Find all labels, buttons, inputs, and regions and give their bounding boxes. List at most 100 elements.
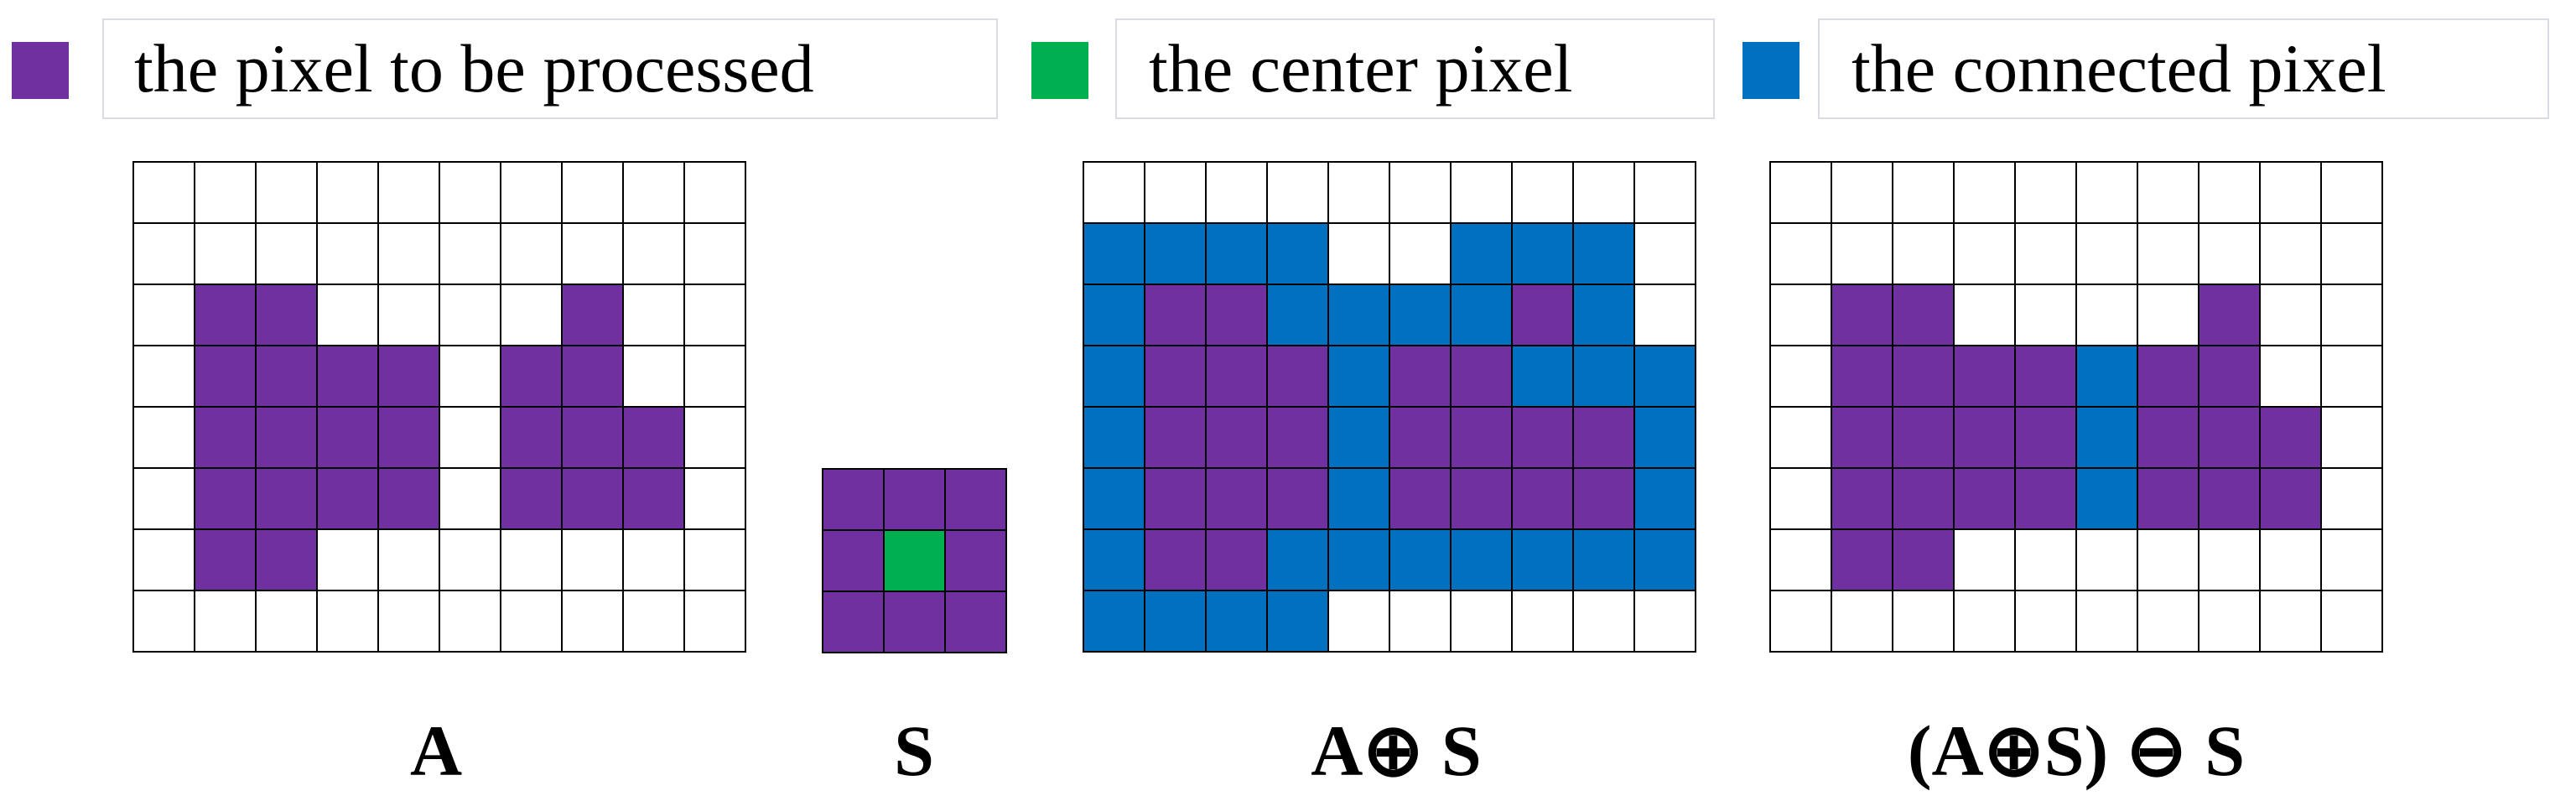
processed-pixel xyxy=(2199,408,2261,469)
processed-pixel xyxy=(1955,408,2016,469)
processed-pixel xyxy=(1574,408,1635,469)
processed-pixel xyxy=(1452,408,1513,469)
empty-cell xyxy=(379,163,440,224)
connected-pixel xyxy=(1452,285,1513,346)
processed-pixel xyxy=(257,285,318,346)
grid-dilation xyxy=(1083,161,1696,653)
processed-pixel xyxy=(1832,530,1893,591)
empty-cell xyxy=(2261,346,2322,408)
processed-pixel xyxy=(2016,408,2077,469)
processed-pixel xyxy=(1268,469,1329,530)
empty-cell xyxy=(2077,163,2138,224)
connected-pixel xyxy=(1452,224,1513,285)
empty-cell xyxy=(501,224,563,285)
connected-pixel xyxy=(1574,224,1635,285)
empty-cell xyxy=(1771,346,1832,408)
empty-cell xyxy=(1574,591,1635,653)
empty-cell xyxy=(379,530,440,591)
empty-cell xyxy=(440,469,501,530)
empty-cell xyxy=(2138,591,2199,653)
empty-cell xyxy=(1955,163,2016,224)
processed-pixel xyxy=(257,469,318,530)
connected-pixel xyxy=(1207,591,1268,653)
empty-cell xyxy=(1084,163,1145,224)
processed-pixel xyxy=(1832,285,1893,346)
empty-cell xyxy=(1893,163,1955,224)
connected-pixel xyxy=(1513,530,1574,591)
empty-cell xyxy=(1955,530,2016,591)
empty-cell xyxy=(440,591,501,653)
empty-cell xyxy=(379,224,440,285)
empty-cell xyxy=(2322,285,2383,346)
empty-cell xyxy=(2077,591,2138,653)
legend-label-connected: the connected pixel xyxy=(1852,30,2386,107)
caption-a: A xyxy=(409,710,463,791)
empty-cell xyxy=(1832,224,1893,285)
connected-pixel xyxy=(1084,224,1145,285)
empty-cell xyxy=(1771,530,1832,591)
processed-pixel xyxy=(563,285,624,346)
legend-swatch-processed xyxy=(12,42,69,99)
empty-cell xyxy=(685,408,746,469)
processed-pixel xyxy=(885,592,946,653)
processed-pixel xyxy=(257,408,318,469)
legend-swatch-connected xyxy=(1742,42,1800,99)
empty-cell xyxy=(501,285,563,346)
processed-pixel xyxy=(1955,469,2016,530)
empty-cell xyxy=(1832,163,1893,224)
empty-cell xyxy=(1955,224,2016,285)
empty-cell xyxy=(2199,163,2261,224)
processed-pixel xyxy=(1893,530,1955,591)
connected-pixel xyxy=(1574,530,1635,591)
processed-pixel xyxy=(2138,469,2199,530)
empty-cell xyxy=(563,224,624,285)
empty-cell xyxy=(2322,163,2383,224)
empty-cell xyxy=(1771,285,1832,346)
connected-pixel xyxy=(1268,591,1329,653)
processed-pixel xyxy=(2138,346,2199,408)
empty-cell xyxy=(563,163,624,224)
processed-pixel xyxy=(195,408,257,469)
empty-cell xyxy=(1771,408,1832,469)
processed-pixel xyxy=(1832,469,1893,530)
processed-pixel xyxy=(2016,346,2077,408)
empty-cell xyxy=(1832,591,1893,653)
processed-pixel xyxy=(257,530,318,591)
empty-cell xyxy=(1955,591,2016,653)
grid-closing xyxy=(1769,161,2383,653)
empty-cell xyxy=(1390,224,1452,285)
empty-cell xyxy=(134,285,195,346)
processed-pixel xyxy=(563,346,624,408)
processed-pixel xyxy=(195,285,257,346)
processed-pixel xyxy=(501,408,563,469)
empty-cell xyxy=(1513,591,1574,653)
empty-cell xyxy=(2077,530,2138,591)
empty-cell xyxy=(134,224,195,285)
processed-pixel xyxy=(946,592,1007,653)
empty-cell xyxy=(1207,163,1268,224)
empty-cell xyxy=(440,163,501,224)
connected-pixel xyxy=(1452,530,1513,591)
processed-pixel xyxy=(379,469,440,530)
processed-pixel xyxy=(1207,408,1268,469)
empty-cell xyxy=(2261,530,2322,591)
connected-pixel xyxy=(1513,346,1574,408)
processed-pixel xyxy=(1893,469,1955,530)
connected-pixel xyxy=(2077,346,2138,408)
empty-cell xyxy=(1452,163,1513,224)
empty-cell xyxy=(1145,163,1207,224)
processed-pixel xyxy=(823,592,885,653)
empty-cell xyxy=(563,530,624,591)
connected-pixel xyxy=(1574,285,1635,346)
connected-pixel xyxy=(1329,285,1390,346)
connected-pixel xyxy=(1084,469,1145,530)
empty-cell xyxy=(1635,224,1696,285)
processed-pixel xyxy=(2261,469,2322,530)
empty-cell xyxy=(1893,224,1955,285)
processed-pixel xyxy=(1893,285,1955,346)
processed-pixel xyxy=(1513,469,1574,530)
processed-pixel xyxy=(1145,285,1207,346)
caption-dilation: A⊕ S xyxy=(1311,710,1482,791)
processed-pixel xyxy=(379,408,440,469)
